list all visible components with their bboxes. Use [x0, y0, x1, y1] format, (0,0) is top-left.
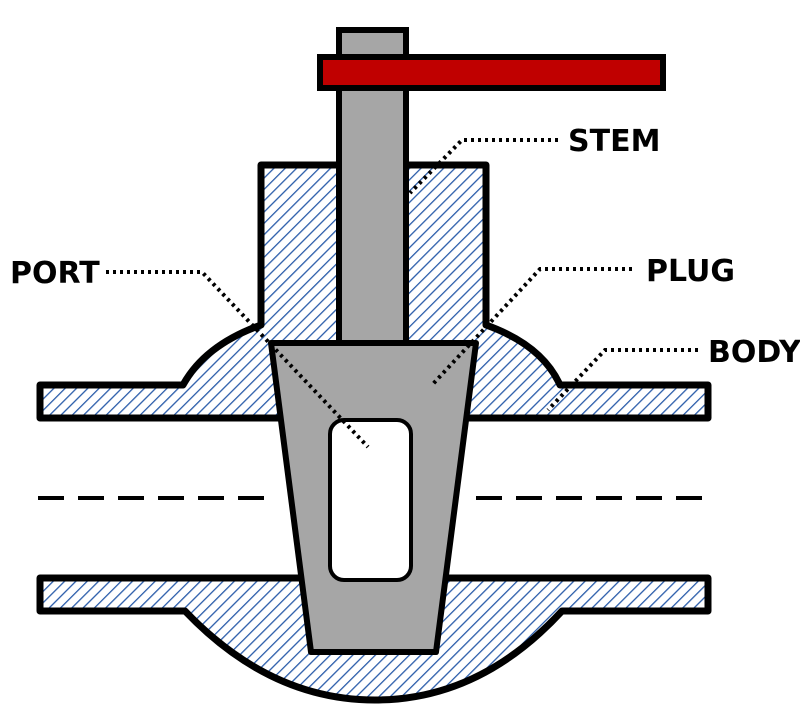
- port-label: PORT: [10, 256, 100, 291]
- body-leader-line: [546, 348, 698, 412]
- plug-label: PLUG: [646, 254, 735, 289]
- port-opening: [328, 418, 413, 582]
- stem-label: STEM: [568, 124, 660, 159]
- body-label: BODY: [708, 335, 800, 370]
- plug-leader-line: [430, 267, 632, 387]
- handle: [317, 54, 666, 91]
